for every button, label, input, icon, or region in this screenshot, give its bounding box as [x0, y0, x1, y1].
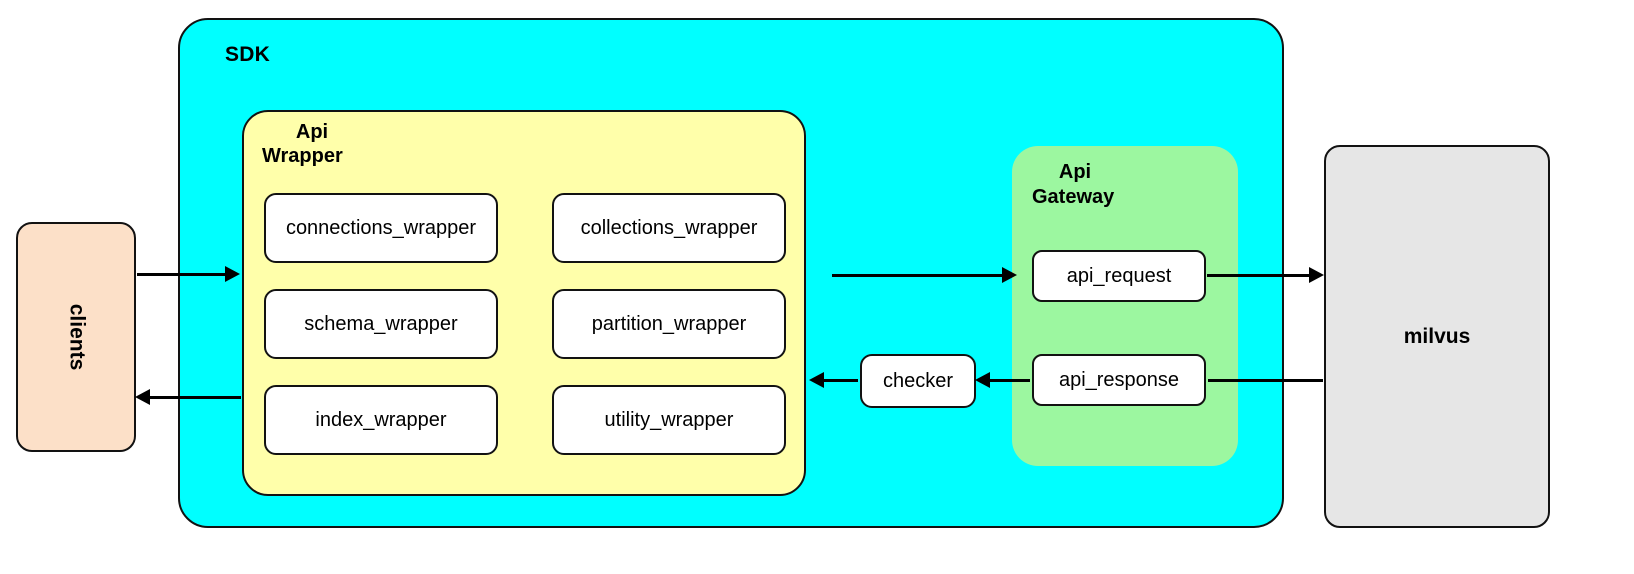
connections-wrapper-node[interactable]: connections_wrapper — [264, 193, 498, 263]
api-request-node[interactable]: api_request — [1032, 250, 1206, 302]
api-wrapper-label: Api Wrapper — [262, 120, 432, 168]
milvus-node[interactable]: milvus — [1324, 145, 1550, 528]
api-gateway-container[interactable]: Api Gateway — [1012, 146, 1238, 466]
api-wrapper-label-line1: Api — [295, 121, 329, 143]
schema-wrapper-label: schema_wrapper — [304, 312, 458, 335]
partition-wrapper-label: partition_wrapper — [591, 312, 747, 335]
utility-wrapper-label: utility_wrapper — [604, 408, 734, 431]
arrow-milvus-to-api-response-line-icon — [1208, 379, 1323, 382]
connections-wrapper-label: connections_wrapper — [285, 216, 477, 239]
arrow-api-wrapper-to-clients-icon — [135, 389, 241, 405]
collections-wrapper-node[interactable]: collections_wrapper — [552, 193, 786, 263]
sdk-label: SDK — [225, 43, 270, 66]
api-gateway-label-line1: Api — [1058, 161, 1092, 183]
arrow-api-request-to-milvus-icon — [1207, 267, 1324, 283]
api-gateway-label: Api Gateway — [1032, 160, 1182, 210]
api-request-label: api_request — [1066, 264, 1172, 287]
arrow-checker-to-api-wrapper-icon — [809, 372, 858, 388]
index-wrapper-node[interactable]: index_wrapper — [264, 385, 498, 455]
utility-wrapper-node[interactable]: utility_wrapper — [552, 385, 786, 455]
api-gateway-label-line2: Gateway — [1032, 186, 1115, 208]
schema-wrapper-node[interactable]: schema_wrapper — [264, 289, 498, 359]
clients-label: clients — [65, 303, 88, 371]
milvus-label: milvus — [1403, 324, 1471, 348]
checker-node[interactable]: checker — [860, 354, 976, 408]
arrow-api-wrapper-to-api-gateway-icon — [832, 267, 1017, 283]
clients-node[interactable]: clients — [16, 222, 136, 452]
api-wrapper-label-line2: Wrapper — [262, 145, 343, 167]
api-response-node[interactable]: api_response — [1032, 354, 1206, 406]
collections-wrapper-label: collections_wrapper — [580, 216, 758, 239]
checker-label: checker — [882, 369, 954, 392]
arrow-clients-to-api-wrapper-icon — [137, 266, 240, 282]
api-response-label: api_response — [1058, 368, 1180, 391]
arrow-api-response-to-checker-icon — [975, 372, 1030, 388]
partition-wrapper-node[interactable]: partition_wrapper — [552, 289, 786, 359]
index-wrapper-label: index_wrapper — [315, 408, 447, 431]
